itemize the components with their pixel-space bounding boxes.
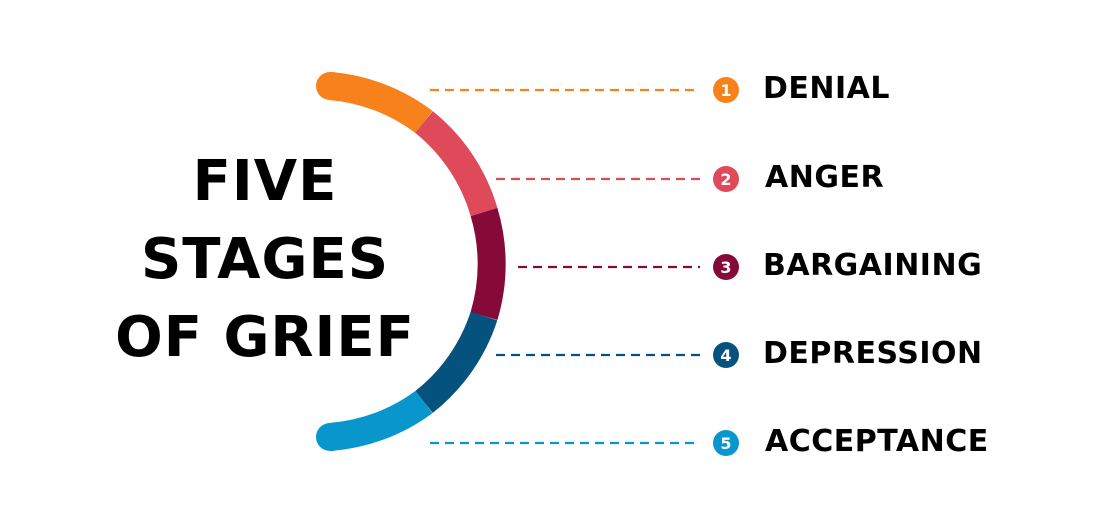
stage-number-badge: 2: [713, 166, 739, 192]
stage-label-denial: DENIAL: [763, 71, 890, 106]
arc-segment-anger: [414, 111, 498, 217]
arc-segment-bargaining: [470, 207, 506, 321]
diagram-title: FIVE STAGES OF GRIEF: [95, 143, 435, 377]
stage-item-depression: 4: [713, 335, 739, 375]
stage-item-bargaining: 3: [713, 247, 739, 287]
title-line-2: STAGES: [140, 227, 390, 292]
stage-label-bargaining: BARGAINING: [763, 248, 983, 283]
title-line-3: OF GRIEF: [115, 305, 415, 370]
stage-number-badge: 1: [713, 77, 739, 103]
stage-number-badge: 3: [713, 254, 739, 280]
stage-label-acceptance: ACCEPTANCE: [765, 424, 989, 459]
stage-number-badge: 4: [713, 342, 739, 368]
stage-item-anger: 2: [713, 159, 739, 199]
arc-segment-depression: [415, 311, 498, 414]
stage-label-anger: ANGER: [765, 160, 885, 195]
title-line-1: FIVE: [192, 149, 338, 214]
stage-item-acceptance: 5: [713, 423, 739, 463]
stage-label-depression: DEPRESSION: [763, 336, 983, 371]
stage-number-badge: 5: [713, 430, 739, 456]
stage-item-denial: 1: [713, 70, 739, 110]
